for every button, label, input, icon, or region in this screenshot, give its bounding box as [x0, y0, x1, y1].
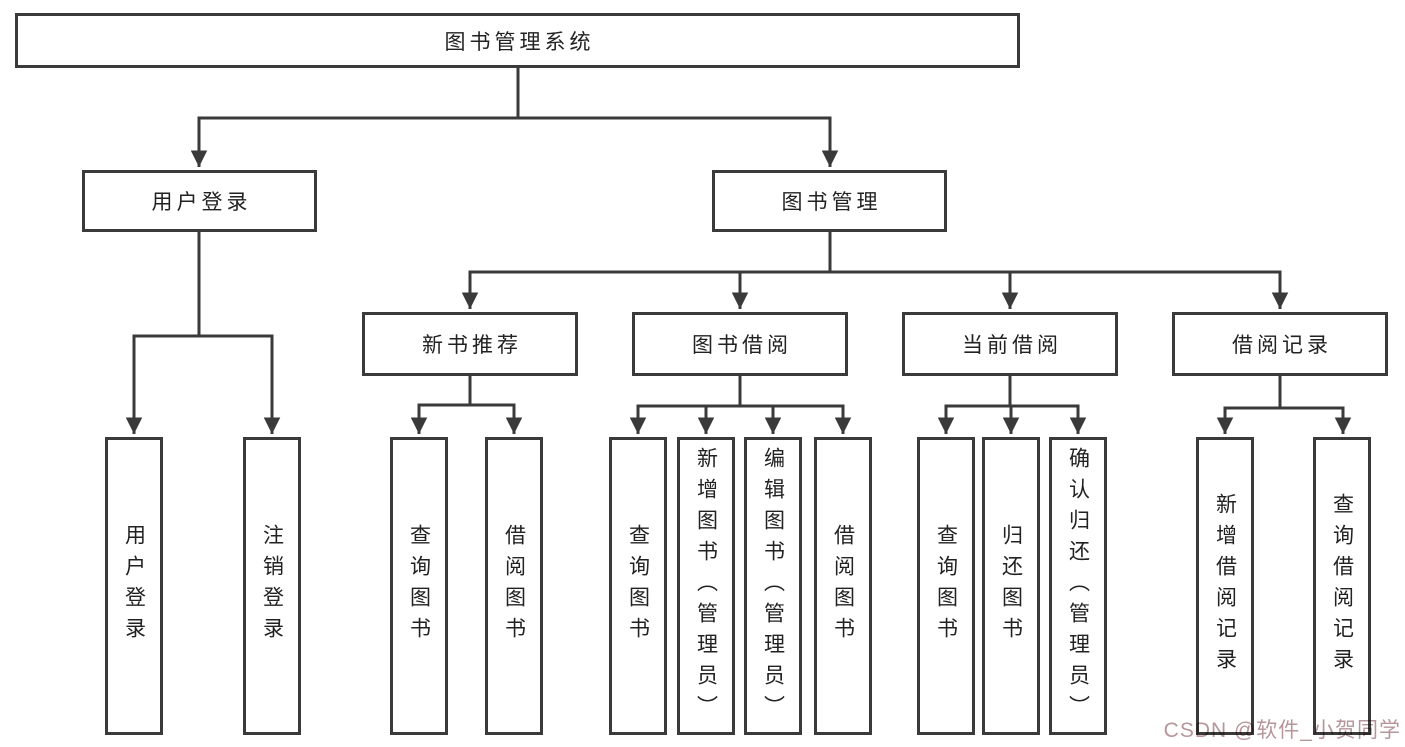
- node-label: 查询图书: [626, 524, 650, 648]
- connector-root-to-level2: [190, 68, 839, 167]
- leaf-borrow-books: 借阅图书: [814, 437, 872, 735]
- connector-book-management-children: [461, 232, 1289, 309]
- connector-borrowing-records-children: [1216, 376, 1352, 434]
- node-label: 图书管理系统: [444, 30, 595, 54]
- node-label: 图书管理: [781, 191, 882, 214]
- node-label: 借阅图书: [502, 524, 526, 648]
- node-label: 查询图书: [934, 524, 958, 648]
- leaf-user-login: 用户登录: [105, 437, 163, 735]
- leaf-edit-books-admin: 编辑图书（管理员）: [744, 437, 802, 735]
- leaf-query-books: 查询图书: [917, 437, 975, 735]
- node-book-management: 图书管理: [712, 170, 947, 232]
- node-label: 当前借阅: [962, 334, 1062, 357]
- node-label: 新增图书（管理员）: [694, 446, 718, 726]
- node-label: 新增借阅记录: [1213, 493, 1237, 679]
- leaf-query-books: 查询图书: [609, 437, 667, 735]
- node-label: 用户登录: [151, 191, 252, 214]
- connector-new-book-recommendation-children: [410, 376, 523, 434]
- connector-book-borrowing-children: [629, 376, 852, 434]
- leaf-borrow-books: 借阅图书: [485, 437, 543, 735]
- node-label: 查询借阅记录: [1330, 493, 1354, 679]
- node-label: 归还图书: [999, 524, 1023, 648]
- node-label: 新书推荐: [422, 334, 522, 357]
- node-library-management-system: 图书管理系统: [15, 13, 1020, 68]
- node-borrowing-records: 借阅记录: [1172, 312, 1388, 376]
- connector-current-borrowing-children: [937, 376, 1087, 434]
- leaf-query-borrowing-record: 查询借阅记录: [1313, 437, 1371, 735]
- node-new-book-recommendation: 新书推荐: [362, 312, 578, 376]
- leaf-return-books: 归还图书: [982, 437, 1040, 735]
- leaf-query-books: 查询图书: [390, 437, 448, 735]
- node-current-borrowing: 当前借阅: [902, 312, 1118, 376]
- node-label: 确认归还（管理员）: [1066, 446, 1090, 726]
- node-label: 用户登录: [122, 524, 146, 648]
- node-label: 图书借阅: [692, 334, 792, 357]
- node-user-login: 用户登录: [82, 170, 317, 232]
- leaf-add-books-admin: 新增图书（管理员）: [677, 437, 735, 735]
- node-label: 编辑图书（管理员）: [761, 446, 785, 726]
- leaf-add-borrowing-record: 新增借阅记录: [1196, 437, 1254, 735]
- node-label: 查询图书: [407, 524, 431, 648]
- leaf-logout: 注销登录: [243, 437, 301, 735]
- node-label: 借阅记录: [1232, 334, 1332, 357]
- node-label: 借阅图书: [831, 524, 855, 648]
- connector-user-login-children: [125, 232, 281, 434]
- node-book-borrowing: 图书借阅: [632, 312, 848, 376]
- leaf-confirm-return-admin: 确认归还（管理员）: [1049, 437, 1107, 735]
- node-label: 注销登录: [260, 524, 284, 648]
